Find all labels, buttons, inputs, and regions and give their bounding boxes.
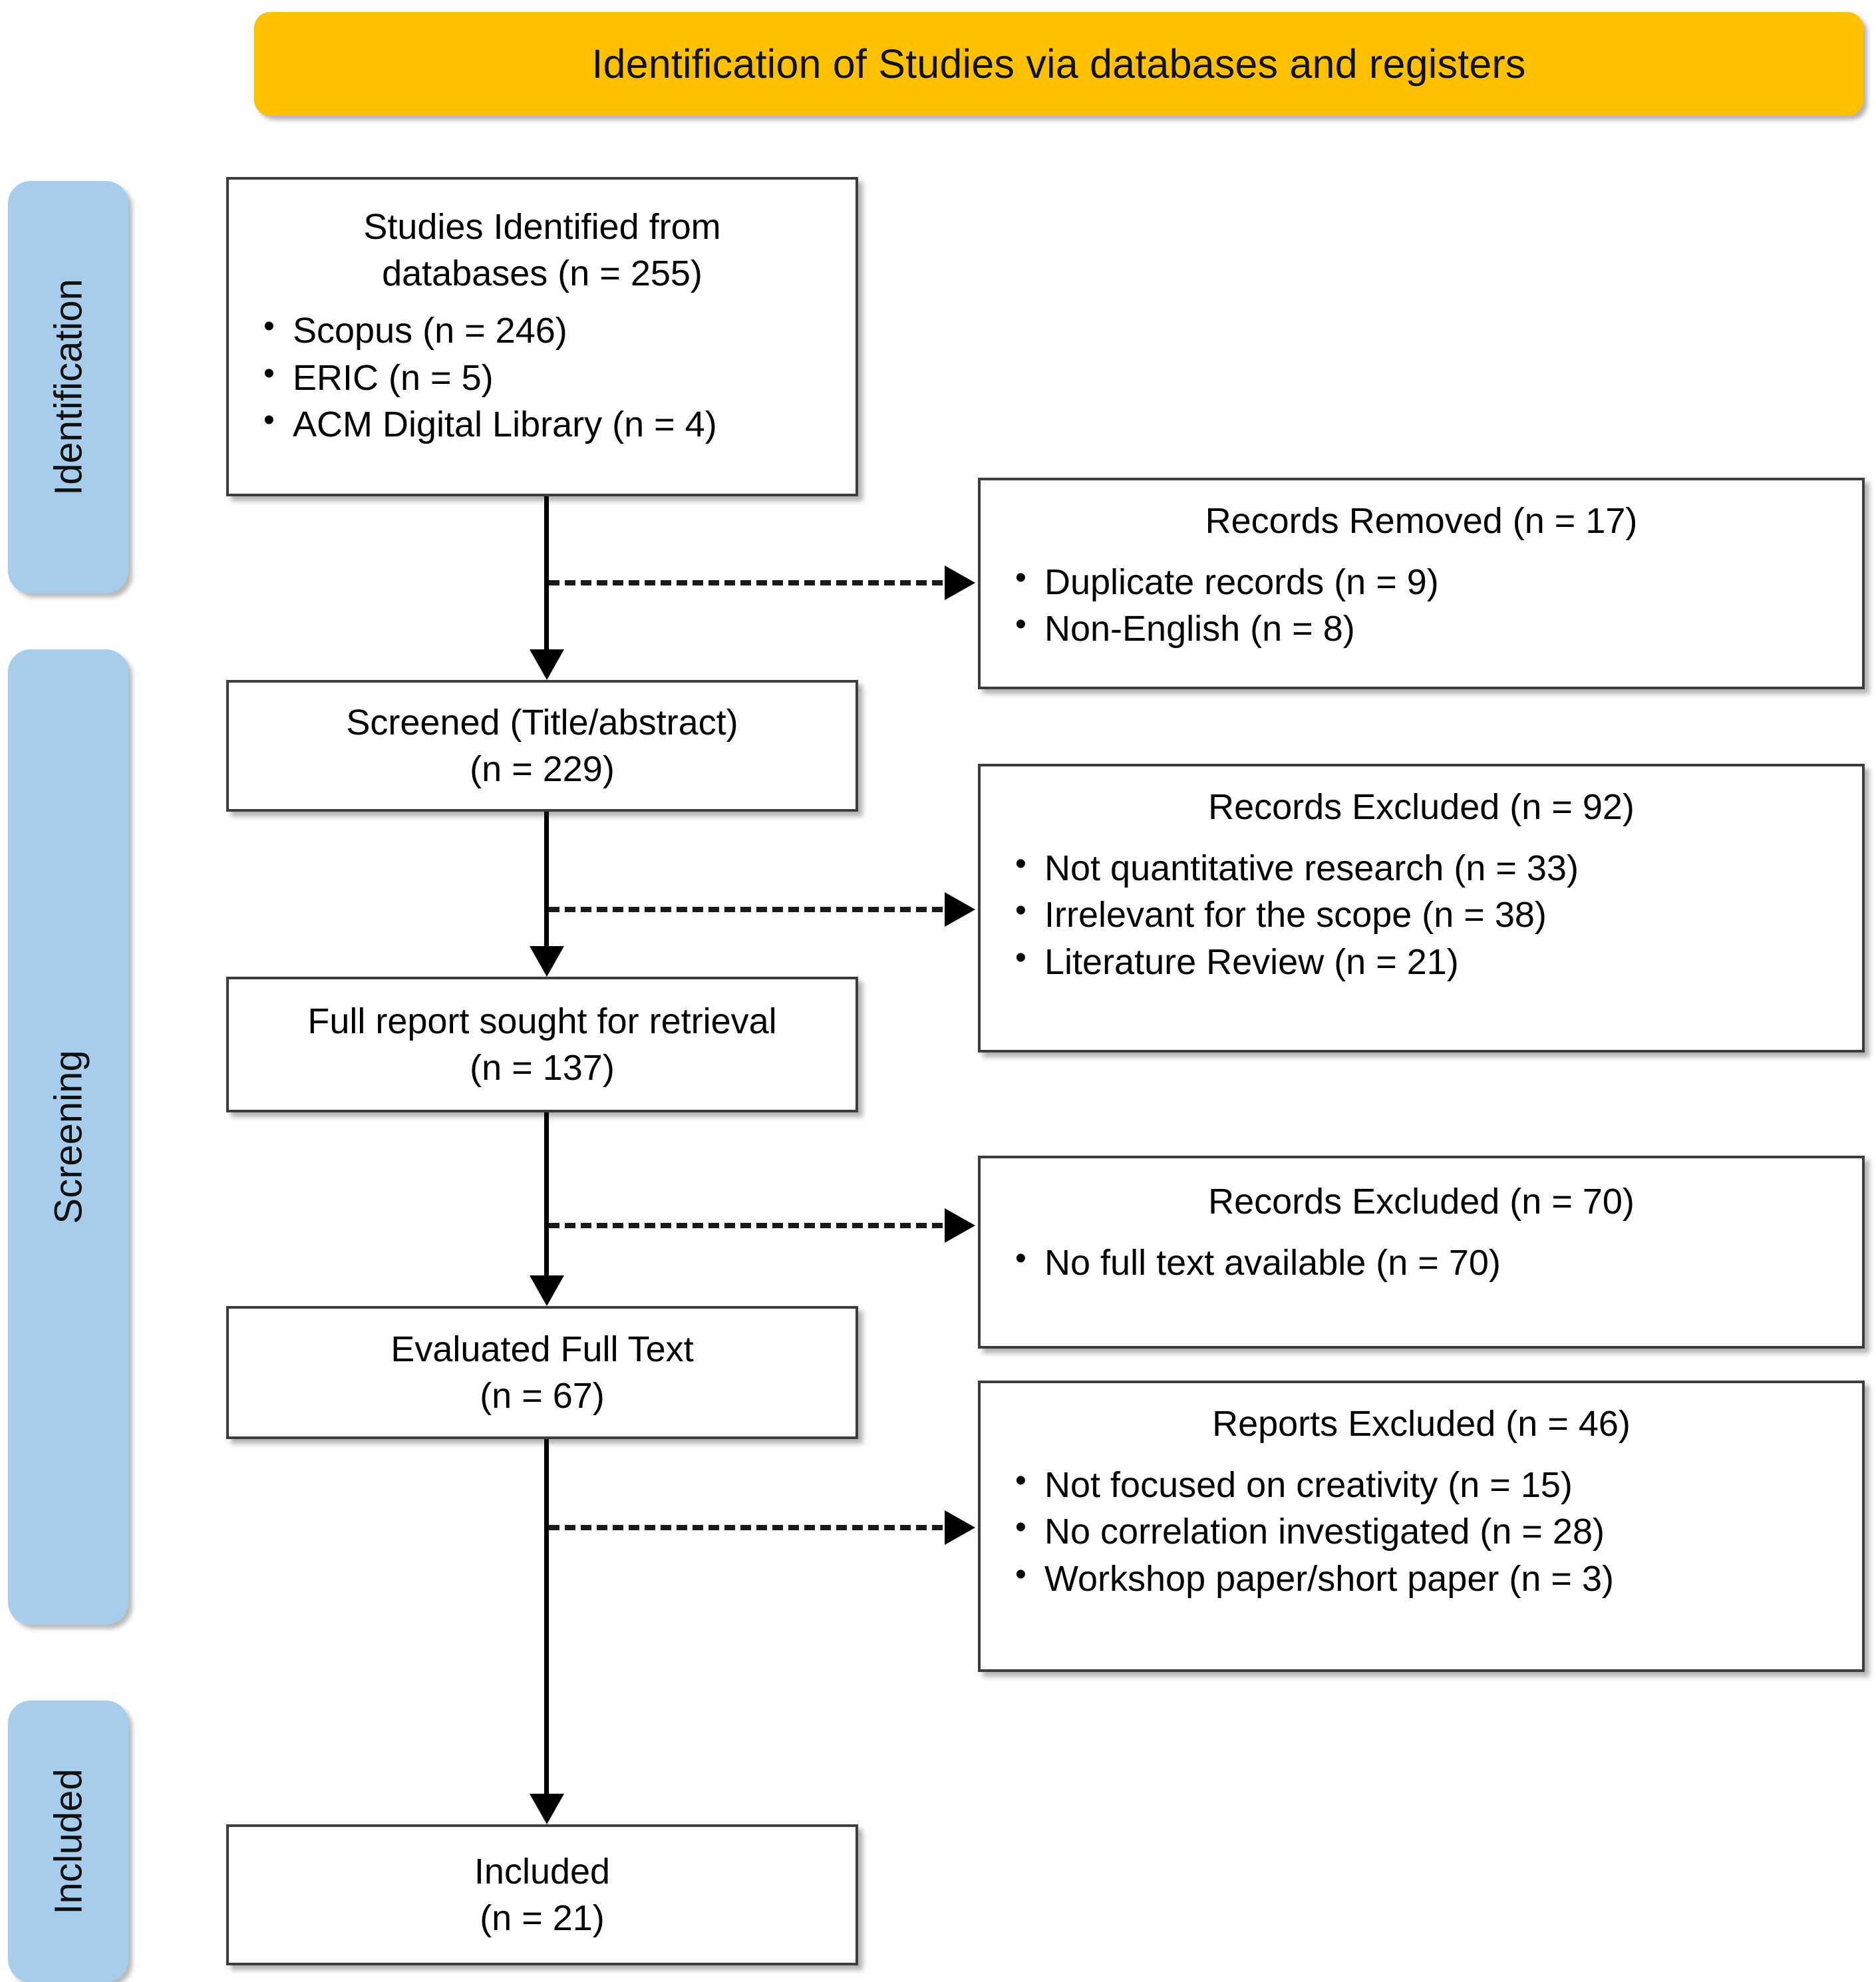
stage-label-included: Included: [8, 1701, 128, 1982]
connector-identified-to-removed-dash: [549, 580, 943, 585]
connector-fullreport-to-evaluated-line: [544, 1112, 549, 1275]
list-item: Not quantitative research (n = 33): [981, 844, 1862, 892]
box-reports-excluded-46: Reports Excluded (n = 46) Not focused on…: [978, 1381, 1865, 1672]
box-studies-identified: Studies Identified from databases (n = 2…: [226, 177, 858, 496]
page-title: Identification of Studies via databases …: [591, 41, 1526, 86]
box-records-excluded-92: Records Excluded (n = 92) Not quantitati…: [978, 764, 1865, 1053]
header-banner: Identification of Studies via databases …: [254, 12, 1863, 116]
connector-fullreport-to-excluded70-dash: [549, 1223, 943, 1228]
connector-screened-to-excluded92-arrowhead: [945, 892, 975, 927]
box-screened: Screened (Title/abstract) (n = 229): [226, 680, 858, 812]
list-item: ACM Digital Library (n = 4): [229, 400, 856, 448]
connector-evaluated-to-excluded46-dash: [549, 1525, 943, 1530]
box-full-report-sought-title: Full report sought for retrieval (n = 13…: [307, 1001, 777, 1088]
connector-fullreport-to-evaluated-arrowhead: [530, 1275, 564, 1306]
box-screened-title: Screened (Title/abstract) (n = 229): [346, 702, 738, 789]
box-included: Included (n = 21): [226, 1824, 858, 1965]
stage-label-included-text: Included: [47, 1768, 90, 1915]
box-records-excluded-70-list: No full text available (n = 70): [981, 1238, 1862, 1286]
connector-screened-to-fullreport-arrowhead: [530, 946, 564, 977]
box-records-removed-title: Records Removed (n = 17): [1205, 501, 1638, 541]
stage-label-identification: Identification: [8, 181, 128, 593]
list-item: Literature Review (n = 21): [981, 937, 1862, 985]
box-records-excluded-70-title: Records Excluded (n = 70): [1208, 1182, 1635, 1222]
list-item: Not focused on creativity (n = 15): [981, 1460, 1862, 1508]
connector-screened-to-excluded92-dash: [549, 907, 943, 912]
box-full-report-sought: Full report sought for retrieval (n = 13…: [226, 977, 858, 1112]
connector-evaluated-to-included-arrowhead: [530, 1794, 564, 1824]
box-evaluated-full-text: Evaluated Full Text (n = 67): [226, 1306, 858, 1439]
list-item: Irrelevant for the scope (n = 38): [981, 890, 1862, 938]
list-item: No full text available (n = 70): [981, 1238, 1862, 1286]
list-item: Non-English (n = 8): [981, 604, 1862, 652]
list-item: Duplicate records (n = 9): [981, 558, 1862, 605]
connector-identified-to-screened-line: [544, 496, 549, 649]
connector-identified-to-screened-arrowhead: [530, 649, 564, 680]
stage-label-screening: Screening: [8, 649, 128, 1625]
connector-evaluated-to-excluded46-arrowhead: [945, 1510, 975, 1545]
connector-identified-to-removed-arrowhead: [945, 566, 975, 600]
box-records-removed: Records Removed (n = 17) Duplicate recor…: [978, 478, 1865, 689]
box-reports-excluded-46-list: Not focused on creativity (n = 15) No co…: [981, 1460, 1862, 1602]
box-studies-identified-list: Scopus (n = 246) ERIC (n = 5) ACM Digita…: [229, 306, 856, 448]
box-records-excluded-70: Records Excluded (n = 70) No full text a…: [978, 1156, 1865, 1349]
box-included-title: Included (n = 21): [474, 1851, 611, 1938]
stage-label-screening-text: Screening: [47, 1050, 90, 1224]
connector-fullreport-to-excluded70-arrowhead: [945, 1208, 975, 1243]
list-item: ERIC (n = 5): [229, 353, 856, 401]
box-studies-identified-title: Studies Identified from databases (n = 2…: [363, 207, 721, 294]
box-evaluated-full-text-title: Evaluated Full Text (n = 67): [391, 1329, 694, 1416]
connector-screened-to-fullreport-line: [544, 812, 549, 946]
box-records-excluded-92-list: Not quantitative research (n = 33) Irrel…: [981, 844, 1862, 985]
connector-evaluated-to-included-line: [544, 1439, 549, 1794]
box-records-excluded-92-title: Records Excluded (n = 92): [1208, 787, 1635, 827]
stage-label-identification-text: Identification: [47, 279, 90, 496]
list-item: No correlation investigated (n = 28): [981, 1507, 1862, 1555]
box-records-removed-list: Duplicate records (n = 9) Non-English (n…: [981, 558, 1862, 652]
list-item: Workshop paper/short paper (n = 3): [981, 1554, 1862, 1602]
list-item: Scopus (n = 246): [229, 306, 856, 354]
box-reports-excluded-46-title: Reports Excluded (n = 46): [1212, 1404, 1631, 1444]
